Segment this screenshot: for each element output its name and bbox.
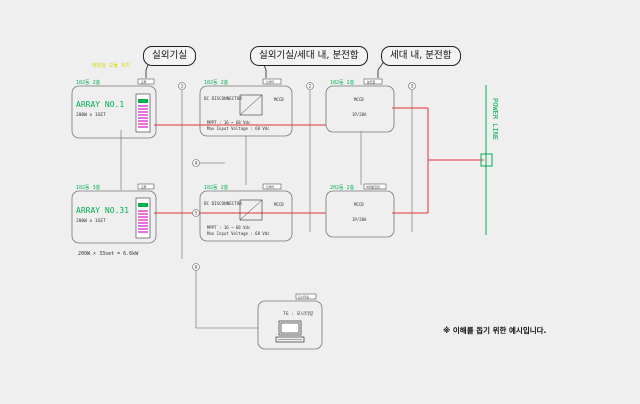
mccb-label-inv-2: MCCB [274, 202, 284, 207]
mppt-1: MPPT : 16 ~ 68 Vdc [207, 120, 251, 125]
array-box-1: 102동 2층 모듈 ARRAY NO.1 200W x 1SET [71, 78, 157, 139]
panel-mccb-1: MCCB [354, 97, 364, 102]
max-input-2: Max Input Voltage : 68 Vdc [207, 231, 270, 236]
inverter-symbol-1 [239, 94, 263, 116]
total-capacity: 200W × 33set = 6.6kW [78, 251, 139, 257]
svg-text:인버터: 인버터 [266, 184, 275, 189]
inverter-box-2: 102동 2층 인버터 DC DISCONNECTOR MCCB MPPT : … [199, 183, 293, 242]
callout-indoor: 세대 내, 분전함 [381, 46, 461, 66]
panel-tag-1 [363, 78, 383, 85]
circle-label-1: 1 [181, 84, 184, 89]
array-box-2: 102동 3층 모듈 ARRAY NO.31 200W x 1SET [71, 183, 157, 244]
panel-header-1: 102동 2층 [330, 79, 355, 86]
power-line-group: POWER LINE [480, 85, 499, 235]
panel-box-1: 102동 2층 분전함 MCCB 1P/20A [325, 78, 395, 133]
computer-icon [275, 320, 305, 343]
monitor-tag [295, 293, 317, 300]
array-spec-2: 200W x 1SET [76, 218, 106, 224]
svg-text:세대분전함: 세대분전함 [366, 184, 380, 189]
array-tag-1 [137, 78, 155, 85]
callout-outdoor: 실외기실 [143, 46, 196, 66]
inverter-box-1: 102동 2층 인버터 DC DISCONNECTOR MCCB MPPT : … [199, 78, 293, 137]
callout-outdoor-indoor: 실외기실/세대 내, 분전함 [250, 46, 368, 66]
svg-text:모듈: 모듈 [141, 184, 147, 189]
circle-markers [178, 82, 416, 271]
circle-label-6: 6 [195, 265, 198, 270]
inverter-header-1: 102동 2층 [204, 79, 229, 86]
illustration-note: ※ 이해를 돕기 위한 예시입니다. [443, 326, 547, 335]
mppt-2: MPPT : 16 ~ 68 Vdc [207, 225, 251, 230]
svg-text:모니터링: 모니터링 [298, 294, 309, 299]
monitor-label: TG : 모니터링 [283, 310, 313, 317]
panel-header-2: 202동 2층 [330, 184, 355, 191]
panel-rating-2: 1P/20A [352, 217, 367, 222]
red-power-wiring [154, 107, 484, 214]
circle-label-4: 4 [195, 161, 198, 166]
circle-label-5: 5 [195, 211, 198, 216]
svg-text:모듈: 모듈 [141, 79, 147, 84]
array-name-2: ARRAY NO.31 [76, 206, 129, 215]
module-location-annotation: 태양광 모듈 위치 [92, 62, 130, 69]
dc-disconnector-1: DC DISCONNECTOR [204, 96, 242, 101]
inverter-symbol-2 [239, 199, 263, 221]
svg-text:인버터: 인버터 [266, 79, 275, 84]
array-header-1: 102동 2층 [76, 79, 101, 86]
power-line-junction [480, 153, 493, 167]
dc-disconnector-2: DC DISCONNECTOR [204, 201, 242, 206]
panel-tag-2 [363, 183, 387, 190]
panel-mccb-2: MCCB [354, 202, 364, 207]
inverter-tag-1 [262, 78, 282, 85]
mccb-label-inv-1: MCCB [274, 97, 284, 102]
inverter-header-2: 102동 2층 [204, 184, 229, 191]
array-header-2: 102동 3층 [76, 184, 101, 191]
max-input-1: Max Input Voltage : 68 Vdc [207, 126, 270, 131]
circle-label-2: 2 [309, 84, 312, 89]
grey-wiring [120, 90, 413, 329]
power-line-label: POWER LINE [491, 98, 499, 140]
panel-rating-1: 1P/20A [352, 112, 367, 117]
svg-text:분전함: 분전함 [367, 79, 376, 84]
array-spec-1: 200W x 1SET [76, 112, 106, 118]
monitor-box: 모니터링 TG : 모니터링 [257, 293, 323, 350]
panel-box-2: 202동 2층 세대분전함 MCCB 1P/20A [325, 183, 395, 238]
circle-label-3: 3 [411, 84, 414, 89]
array-tag-2 [137, 183, 155, 190]
inverter-tag-2 [262, 183, 282, 190]
array-name-1: ARRAY NO.1 [76, 100, 124, 109]
